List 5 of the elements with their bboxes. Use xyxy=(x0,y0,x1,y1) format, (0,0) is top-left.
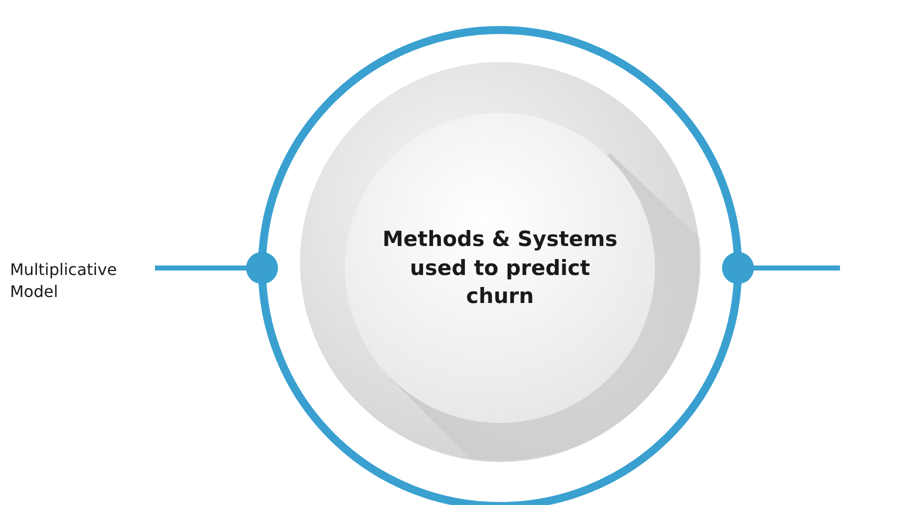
title-text: Methods & Systems used to predict churn xyxy=(382,226,618,310)
connector-line xyxy=(722,252,840,284)
center-circle xyxy=(345,113,655,423)
connector-line xyxy=(155,252,278,284)
label-text: Multiplicative Model xyxy=(10,259,118,303)
